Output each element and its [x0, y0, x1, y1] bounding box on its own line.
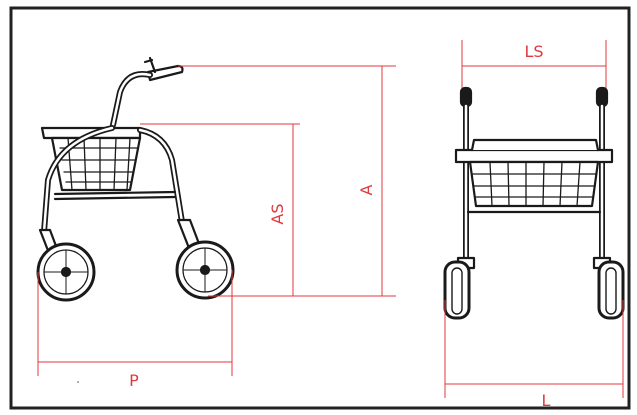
front-seat	[454, 148, 614, 164]
side-rear-wheel	[175, 240, 235, 300]
rollator-front-view	[443, 86, 625, 320]
label-l: L	[542, 391, 551, 410]
label-as: AS	[268, 203, 287, 224]
front-basket-grid	[471, 161, 597, 207]
rollator-side-view	[36, 56, 235, 302]
front-right-wheel	[597, 260, 625, 320]
label-ls: LS	[524, 42, 543, 61]
side-basket	[50, 136, 142, 192]
front-left-wheel	[443, 260, 471, 320]
stray-mark	[77, 381, 79, 383]
label-p: P	[129, 371, 139, 390]
diagram-border	[9, 6, 631, 410]
label-a: A	[357, 184, 376, 195]
side-front-wheel	[36, 242, 96, 302]
front-basket	[468, 160, 600, 208]
dimension-lines	[37, 40, 624, 398]
dimension-labels: A AS LS L P	[129, 42, 550, 410]
